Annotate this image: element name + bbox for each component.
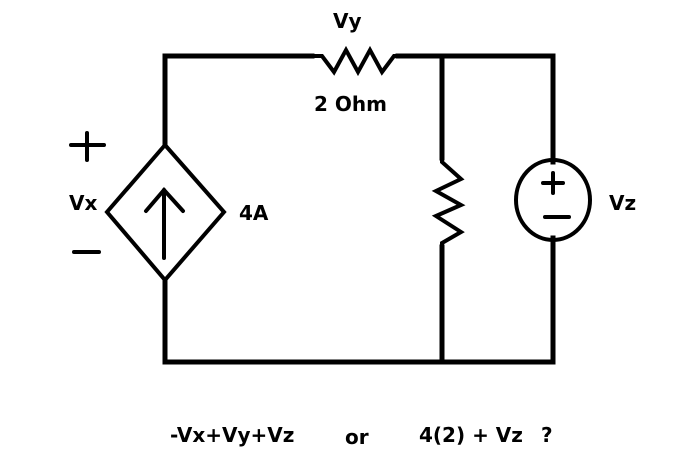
label-vz: Vz (609, 191, 636, 215)
label-4a: 4A (239, 201, 269, 225)
series-resistor (310, 45, 400, 77)
question-mark: ? (541, 423, 553, 447)
label-vy: Vy (333, 9, 362, 33)
current-arrow-head (144, 186, 185, 213)
wire-top-right (395, 53, 556, 165)
dependent-current-source (104, 141, 227, 284)
equation-option-b: 4(2) + Vz (419, 423, 523, 447)
wire-left-top (162, 53, 315, 148)
shunt-resistor (431, 156, 466, 249)
voltage-source-circle (514, 158, 592, 242)
equation-connector: or (345, 425, 369, 449)
label-resistance: 2 Ohm (314, 92, 387, 116)
wire-bottom (162, 235, 556, 365)
equation-option-a: -Vx+Vy+Vz (170, 423, 294, 447)
label-vx: Vx (69, 191, 97, 215)
